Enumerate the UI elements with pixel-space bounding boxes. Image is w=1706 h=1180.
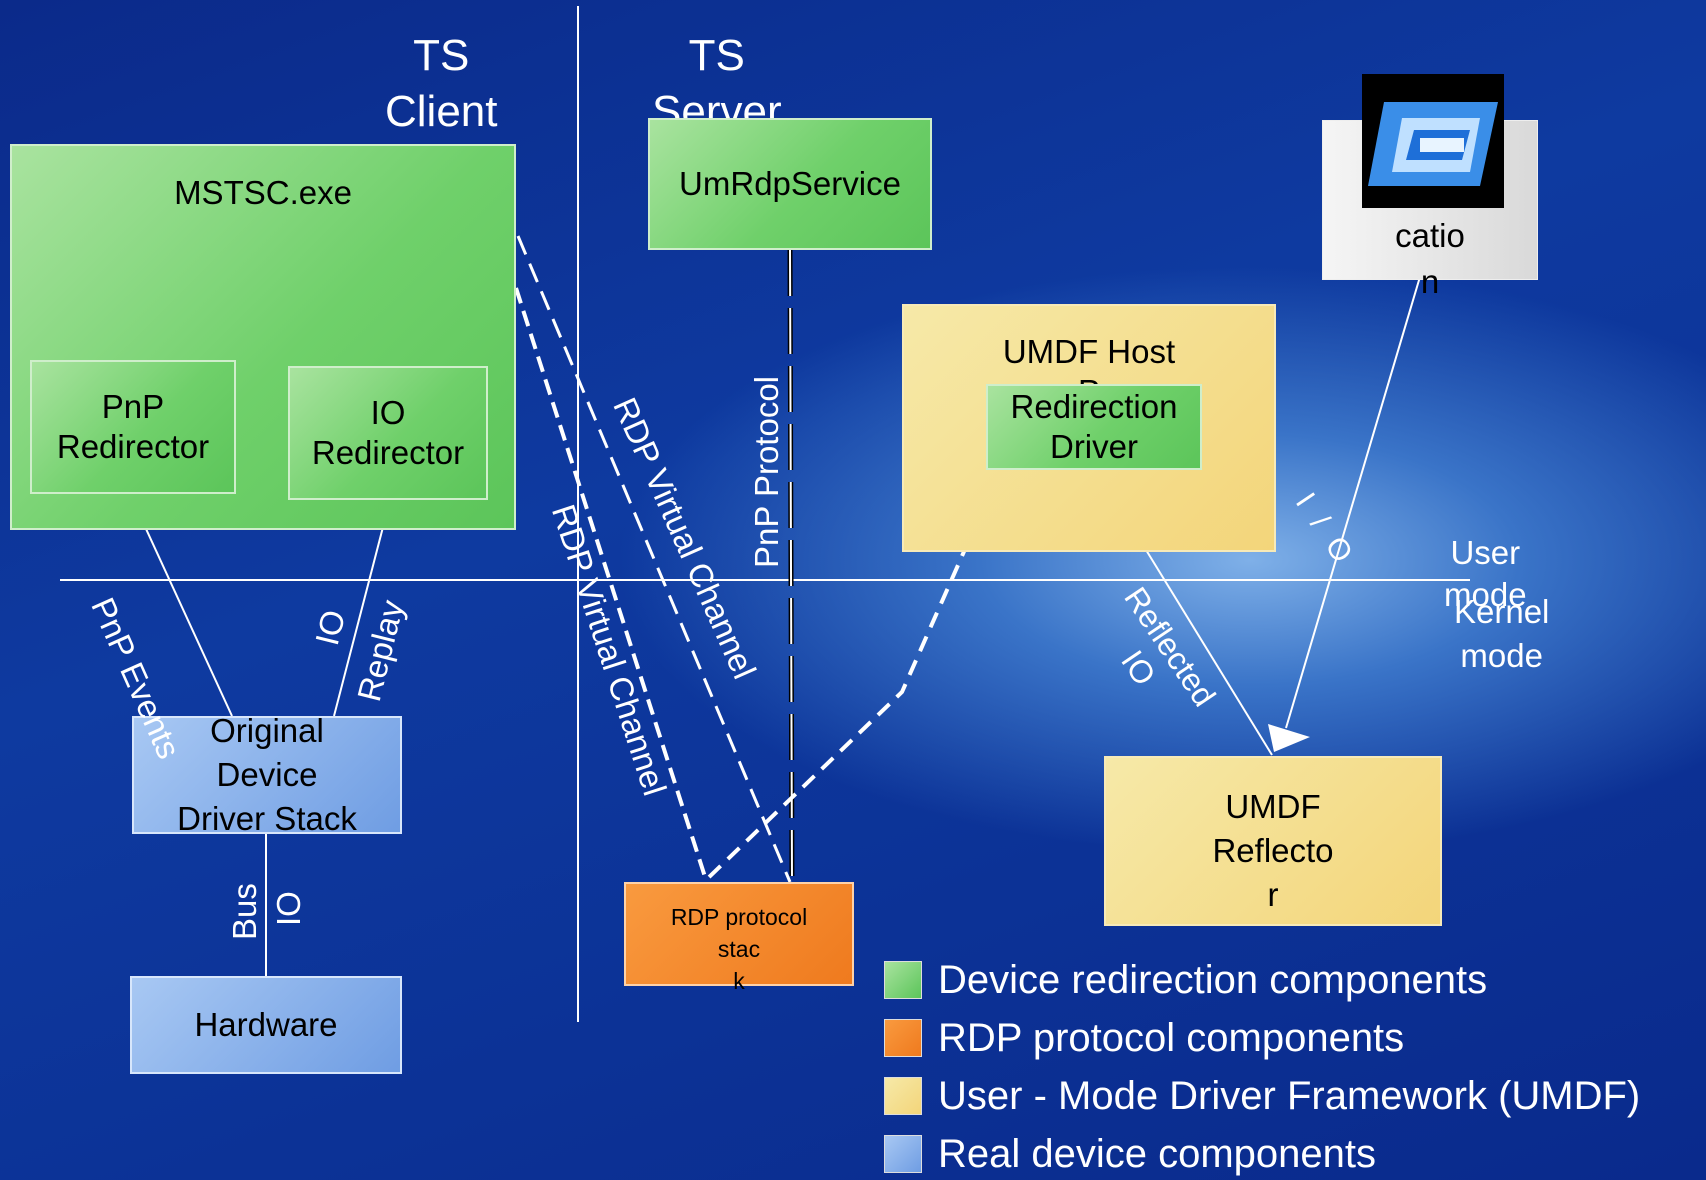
io-redirector-box: IO Redirector [288,366,488,500]
umdf-reflector-box: UMDF Reflecto r [1104,756,1442,926]
legend-item-umdf: User - Mode Driver Framework (UMDF) [884,1074,1640,1118]
ts-server-label: TS Server [652,31,782,120]
pnp-redirector-box: PnP Redirector [30,360,236,494]
legend-label: Real device components [938,1131,1377,1176]
legend-swatch [884,1019,922,1057]
legend-item-real-device: Real device components [884,1132,1376,1176]
user-mode-label: User mode [1444,534,1527,612]
umdf-host-label: UMDF Host P [1002,333,1176,398]
legend-item-rdp-protocol: RDP protocol components [884,1016,1404,1060]
pnp-redirector-label: PnP Redirector [56,388,210,465]
io-replay-line [333,499,391,717]
rdp-vc-line-1 [516,235,792,883]
pnp-protocol-line-hl [789,249,793,885]
legend-label: Device redirection components [938,957,1488,1002]
legend-swatch [884,961,922,999]
mstsc-label: MSTSC.exe [174,174,352,211]
pnp-protocol-label: PnP Protocol [748,375,785,568]
redirection-driver-label: Redirection Driver [1010,388,1178,465]
hardware-box: Hardware [130,976,402,1074]
legend-swatch [884,1135,922,1173]
bus-label: Bus [226,883,263,940]
app-io-line [1285,269,1423,729]
umdf-reflector-label: UMDF Reflecto r [1212,788,1334,913]
rdp-vc-line-2 [514,287,708,881]
umdf-host-box: UMDF Host P [902,304,1276,552]
ts-client-label: TS Client [385,31,498,136]
kernel-mode-label: Kernel mode [1454,593,1550,674]
app-io-arrowhead [1268,724,1310,752]
original-stack-label: Original Device Driver Stack [177,712,357,837]
pnp-events-line [129,493,233,717]
umrdpservice-box: UmRdpService [648,118,932,250]
legend-item-device-redirection: Device redirection components [884,958,1487,1002]
application-label: catio n [1395,217,1465,300]
umrdpservice-label: UmRdpService [679,165,901,202]
rdp-stack-label: RDP protocol stac k [670,904,808,994]
bus-io-label: IO [270,891,307,926]
application-window-icon [1362,74,1504,208]
hardware-label: Hardware [194,1006,338,1043]
legend-label: RDP protocol components [938,1015,1405,1060]
legend-swatch [884,1077,922,1115]
original-stack-box: Original Device Driver Stack [132,712,402,837]
redirection-driver-box: Redirection Driver [986,384,1202,470]
legend-label: User - Mode Driver Framework (UMDF) [938,1073,1641,1118]
io-redirector-label: IO Redirector [311,394,465,471]
rdp-stack-box: RDP protocol stac k [624,882,854,994]
